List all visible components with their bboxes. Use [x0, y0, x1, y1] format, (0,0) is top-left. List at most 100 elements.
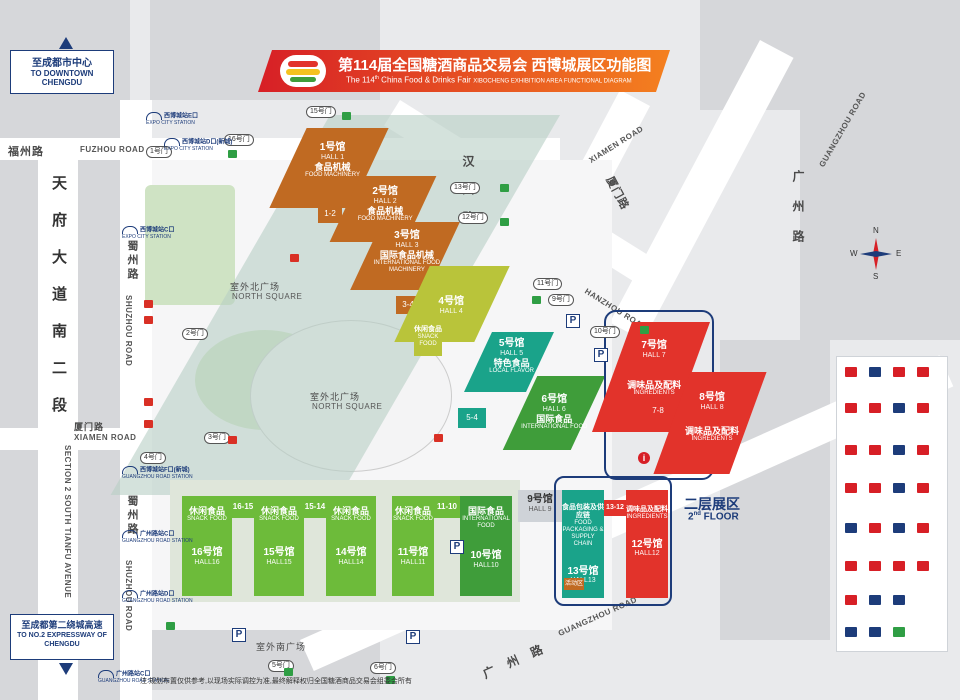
gate-3[interactable]: 3号门 — [204, 432, 230, 444]
legend-icon — [917, 445, 929, 455]
gate-6[interactable]: 6号门 — [370, 662, 396, 674]
north-square-label-cn-b: 室外北广场 — [310, 392, 361, 402]
corridor-16-15[interactable]: 16-15 — [232, 496, 254, 518]
entrance-icon — [284, 668, 293, 676]
road-label-tianfu-cn: 天府大道南二段 — [50, 175, 67, 434]
title-banner: 第114届全国糖酒商品交易会 西博城展区功能图 The 114th China … — [258, 50, 670, 92]
legend-icon — [869, 483, 881, 493]
road-label-shuzhou-cn: 蜀州路 — [126, 240, 138, 282]
entrance-icon — [228, 150, 237, 158]
gate-1[interactable]: 1号门 — [146, 146, 172, 158]
parking-icon: P — [566, 314, 580, 328]
gate-2[interactable]: 2号门 — [182, 328, 208, 340]
legend-icon — [845, 367, 857, 377]
legend-icon — [869, 523, 881, 533]
legend-icon — [869, 403, 881, 413]
road-label-hanzhou-cn: 汉州路 — [461, 155, 475, 239]
gate-13[interactable]: 13号门 — [450, 182, 480, 194]
title-en: The 114th China Food & Drinks Fair XIBOC… — [346, 75, 632, 85]
exit-icon — [290, 254, 299, 262]
legend-icon — [893, 627, 905, 637]
north-square-label-en-b: NORTH SQUARE — [312, 402, 383, 411]
legend-icon — [893, 483, 905, 493]
legend-icon — [893, 445, 905, 455]
footer-note: 注:规划布置仅供参考,以现场实际调控为准,最终解释权归全国糖酒商品交易会组委会所… — [140, 678, 412, 685]
metro-exit-f[interactable]: 西博城站F口(新城)GUANGZHOU ROAD STATION — [122, 466, 193, 480]
legend-icon — [917, 403, 929, 413]
legend-icon — [893, 523, 905, 533]
legend-icon — [893, 561, 905, 571]
corridor-7-8[interactable]: 7-8 — [646, 402, 670, 420]
info-icon: i — [638, 452, 650, 464]
exit-icon — [144, 300, 153, 308]
green-space — [145, 185, 235, 305]
corridor-15-14[interactable]: 15-14 — [304, 496, 326, 518]
gate-9[interactable]: 9号门 — [548, 294, 574, 306]
road-label-guangzhou-cn-b: 广州路 — [480, 636, 558, 682]
legend-icon — [917, 561, 929, 571]
gate-12[interactable]: 12号门 — [458, 212, 488, 224]
second-floor-boundary — [554, 476, 672, 606]
second-floor-label-en: 2nd FLOOR — [688, 511, 739, 523]
road-label-tianfu-en: SECTION 2 SOUTH TIANFU AVENUE — [63, 445, 72, 599]
gate-16[interactable]: 16号门 — [224, 134, 254, 146]
north-square-label-en: NORTH SQUARE — [232, 292, 303, 301]
exit-icon — [144, 398, 153, 406]
corridor-5-4[interactable]: 5-4 — [458, 408, 486, 428]
second-floor-label-cn: 二层展区 — [684, 496, 740, 512]
exit-icon — [144, 316, 153, 324]
fair-logo — [280, 55, 326, 87]
road-label-shuzhou-en: SHUZHOU ROAD — [124, 295, 133, 367]
road-label-xiamen-cn: 厦门路 — [74, 422, 105, 432]
legend-icon — [869, 445, 881, 455]
entrance-icon — [640, 326, 649, 334]
legend-icon — [845, 627, 857, 637]
road-label-shuzhou-cn-b: 蜀州路 — [126, 495, 138, 537]
sign-to-downtown: 至成都市中心 TO DOWNTOWN CHENGDU — [10, 37, 114, 94]
activity-area: 活动区 — [564, 578, 584, 590]
gate-4[interactable]: 4号门 — [140, 452, 166, 464]
entrance-icon — [386, 676, 395, 684]
parking-icon: P — [450, 540, 464, 554]
arrow-up-icon — [59, 37, 73, 49]
legend-icon — [845, 445, 857, 455]
legend-icon — [845, 595, 857, 605]
arrow-down-icon — [59, 663, 73, 675]
entrance-icon — [500, 184, 509, 192]
north-square-label-cn: 室外北广场 — [230, 282, 281, 292]
xiamen-road-west — [0, 428, 150, 450]
city-block — [800, 110, 960, 340]
corridor-13-12[interactable]: 13-12 — [604, 500, 626, 516]
legend-icon — [893, 403, 905, 413]
road-label-fuzhou-cn: 福州路 — [8, 146, 44, 158]
south-square-label-cn: 室外南广场 — [256, 642, 307, 652]
legend-icon — [845, 523, 857, 533]
road-label-guangzhou-cn: 广州路 — [791, 170, 805, 260]
entrance-icon — [342, 112, 351, 120]
metro-exit-d-north[interactable]: 西博城站D口(新城)EXPO CITY STATION — [164, 138, 233, 152]
legend-icon — [917, 523, 929, 533]
gate-15[interactable]: 15号门 — [306, 106, 336, 118]
corridor-1-2[interactable]: 1-2 — [318, 205, 342, 223]
entrance-icon — [500, 218, 509, 226]
entrance-icon — [166, 622, 175, 630]
exit-icon — [434, 434, 443, 442]
corridor-11-10[interactable]: 11-10 — [434, 496, 460, 518]
gate-10[interactable]: 10号门 — [590, 326, 620, 338]
road-label-xiamen-en: XIAMEN ROAD — [74, 433, 137, 442]
legend-icon — [869, 595, 881, 605]
legend-panel — [836, 356, 948, 652]
gate-11[interactable]: 11号门 — [533, 278, 563, 290]
